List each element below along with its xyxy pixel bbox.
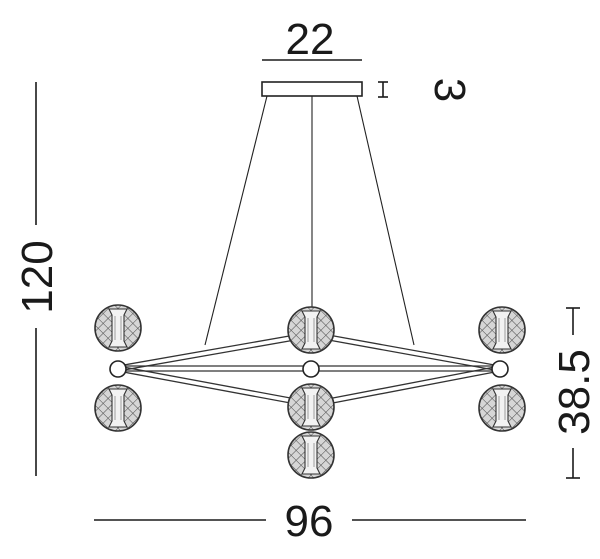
globe-middle-center [287, 383, 335, 431]
dimension-fixture-height: 38.5 [550, 307, 599, 479]
suspension-cables [204, 95, 415, 346]
dimension-total-height: 120 [13, 82, 62, 476]
joint-left [109, 360, 127, 378]
total-height-label: 120 [13, 240, 62, 313]
total-width-label: 96 [285, 497, 334, 546]
joint-center [302, 360, 320, 378]
canopy-height-label: 3 [425, 78, 474, 102]
globe-top-right [478, 306, 526, 354]
globe-bottom-left [94, 384, 142, 432]
globe-bottom-right [478, 384, 526, 432]
dimension-total-width: 96 [94, 497, 526, 546]
globe-top-center [287, 306, 335, 354]
globe-top-left [94, 304, 142, 352]
ceiling-canopy [261, 81, 363, 97]
dimension-canopy-height: 3 [378, 78, 474, 102]
globe-bottom-center [287, 431, 335, 479]
dimension-canopy-width: 22 [262, 15, 362, 64]
joint-right [491, 360, 509, 378]
canopy-width-label: 22 [286, 15, 335, 64]
fixture-height-label: 38.5 [550, 349, 599, 435]
